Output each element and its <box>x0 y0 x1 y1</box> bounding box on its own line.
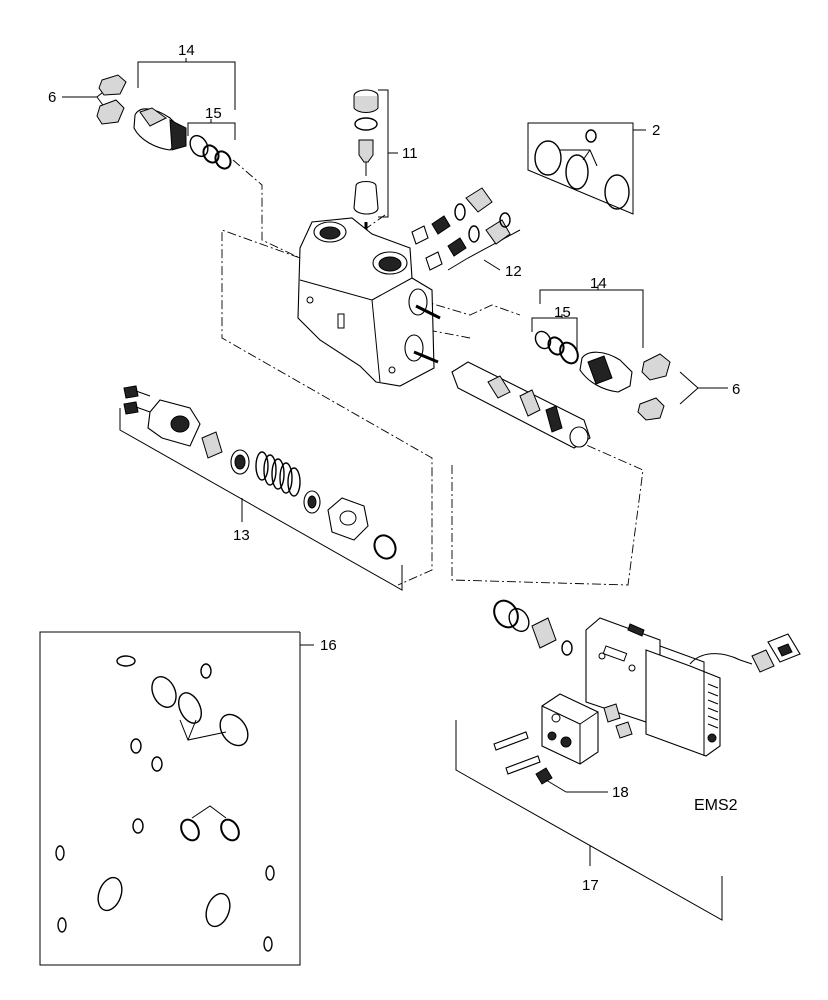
callout-13: 13 <box>233 527 250 544</box>
callout-group-13: 13 <box>119 408 403 591</box>
callout-15-right: 15 <box>554 304 571 321</box>
adapter-block <box>493 693 633 775</box>
valve-body <box>297 217 441 387</box>
callout-16: 16 <box>320 637 337 654</box>
main-spool <box>451 361 591 449</box>
seal-parts-17 <box>493 599 573 656</box>
callout-14-right: 14 <box>590 275 607 292</box>
callout-group-11: 11 <box>378 89 418 218</box>
cartridge-right <box>579 351 633 393</box>
clip-parts-left <box>96 74 127 125</box>
callout-6-right: 6 <box>732 381 740 398</box>
callout-group-2: 2 <box>527 122 660 215</box>
callout-6-left: 6 <box>48 89 56 106</box>
o-rings-top-left <box>189 134 232 170</box>
callout-11: 11 <box>402 145 418 162</box>
seal-kit-box-16: 16 <box>39 631 337 966</box>
callout-18: 18 <box>612 784 629 801</box>
relief-valve-parts-12 <box>411 187 511 271</box>
callout-14-top: 14 <box>178 42 195 59</box>
callout-group-17: 17 <box>455 720 723 921</box>
spring-coil <box>255 451 301 497</box>
callout-2: 2 <box>652 122 660 139</box>
callout-15-top: 15 <box>205 105 222 122</box>
check-valve-parts-11 <box>353 89 379 246</box>
o-rings-right <box>534 330 579 365</box>
actuator-cooling-fins <box>707 683 719 729</box>
callout-17: 17 <box>582 877 599 894</box>
callout-group-12: 12 <box>447 229 522 280</box>
module-label-ems2: EMS2 <box>694 797 738 814</box>
clip-parts-right <box>637 353 671 421</box>
spring-assembly-parts-13 <box>123 385 397 560</box>
callout-group-18: 18 <box>535 767 629 801</box>
electric-actuator-module <box>585 617 801 757</box>
cartridge-top-left <box>133 107 187 151</box>
callout-group-14-right: 14 15 6 <box>531 275 740 405</box>
callout-12: 12 <box>505 263 522 280</box>
